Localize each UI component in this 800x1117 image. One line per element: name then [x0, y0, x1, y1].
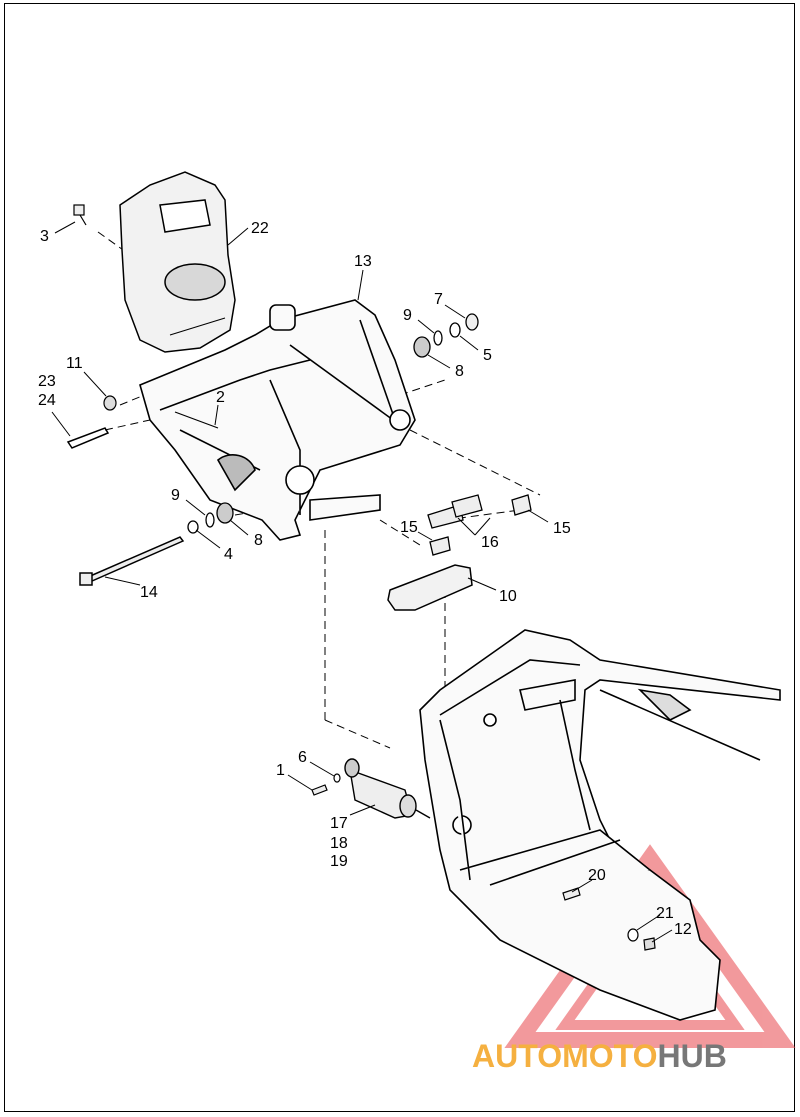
nut-part-11 — [103, 395, 117, 411]
pin-part-20 — [562, 887, 581, 901]
callout-1: 1 — [276, 762, 285, 779]
callout-16: 16 — [481, 534, 499, 551]
callout-6: 6 — [298, 749, 307, 766]
watermark-part1: AUTOMOTO — [472, 1038, 658, 1074]
bracket-part-10 — [387, 564, 473, 611]
callout-11: 11 — [66, 355, 83, 372]
callout-18: 18 — [330, 835, 348, 852]
watermark-part2: HUB — [657, 1038, 727, 1074]
callout-5: 5 — [483, 347, 492, 364]
callout-13: 13 — [354, 253, 372, 270]
callout-17: 17 — [330, 815, 348, 832]
callout-8-upper: 8 — [455, 363, 464, 380]
diagram-border — [4, 3, 795, 1112]
callout-2: 2 — [216, 389, 225, 406]
cover-part-22 — [119, 171, 236, 353]
callout-19: 19 — [330, 853, 348, 870]
callout-21: 21 — [656, 905, 674, 922]
callout-24: 24 — [38, 392, 56, 409]
callout-numbers: 3 22 13 7 9 5 8 11 23 24 2 9 4 8 14 15 1… — [38, 220, 692, 938]
callout-7: 7 — [434, 291, 443, 308]
main-frame — [419, 629, 781, 1021]
nut-part-12 — [643, 937, 656, 951]
callout-12: 12 — [674, 921, 692, 938]
shock-part-17 — [344, 758, 431, 819]
bushings-part-15-16 — [427, 494, 532, 556]
callout-9-lower: 9 — [171, 487, 180, 504]
bolt-part-2 — [174, 411, 219, 429]
leader-lines — [51, 221, 673, 943]
bearing-set-lower — [187, 502, 234, 534]
washer-part-21 — [627, 928, 639, 942]
bolt-part-1 — [311, 784, 328, 796]
callout-22: 22 — [251, 220, 269, 237]
band-part-23-24 — [66, 427, 110, 449]
callout-15-left: 15 — [400, 519, 418, 536]
callout-14: 14 — [140, 584, 158, 601]
callout-3: 3 — [40, 228, 49, 245]
callout-8-lower: 8 — [254, 532, 263, 549]
bearing-set-upper — [413, 313, 479, 358]
swingarm-part-13 — [139, 299, 416, 541]
watermark-logo: AUTOMOTOHUB — [472, 1038, 727, 1075]
callout-9-upper: 9 — [403, 307, 412, 324]
axle-part-14 — [79, 536, 185, 586]
washer-part-6 — [333, 773, 341, 783]
callout-20: 20 — [588, 867, 606, 884]
callout-10: 10 — [499, 588, 517, 605]
bolt-part-3 — [73, 204, 87, 226]
callout-4: 4 — [224, 546, 233, 563]
callout-15-right: 15 — [553, 520, 571, 537]
callout-23: 23 — [38, 373, 56, 390]
